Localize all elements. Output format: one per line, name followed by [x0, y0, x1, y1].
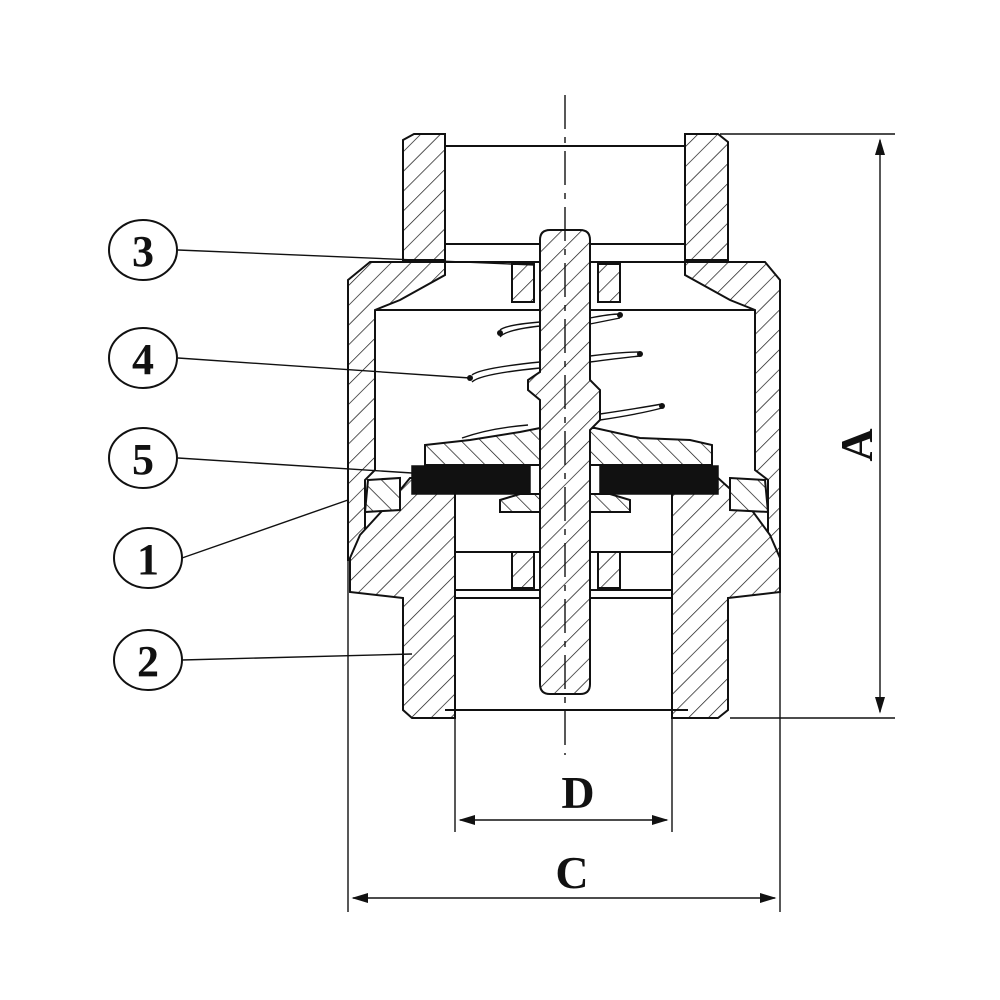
callout-3-label: 3 [132, 227, 154, 276]
callout-1: 1 [113, 527, 183, 589]
callout-3: 3 [108, 219, 178, 281]
callout-5-label: 5 [132, 435, 154, 484]
callout-4: 4 [108, 327, 178, 389]
seal-disc-right [599, 465, 719, 495]
seal-disc [411, 465, 719, 495]
callout-1-label: 1 [137, 535, 159, 584]
dimension-a: A [720, 133, 895, 719]
stem [527, 229, 601, 695]
seat-ring [363, 476, 770, 514]
callout-5: 5 [108, 427, 178, 489]
seal-disc-left [411, 465, 531, 495]
callout-2: 2 [113, 629, 183, 691]
dimension-d: D [454, 712, 673, 832]
dimension-c-label: C [555, 847, 588, 898]
dimension-c: C [347, 560, 781, 912]
callout-2-label: 2 [137, 637, 159, 686]
spring-guides [511, 263, 621, 589]
callout-4-label: 4 [132, 335, 154, 384]
dimension-d-label: D [561, 767, 594, 818]
dimension-a-label: A [831, 428, 882, 461]
spring [461, 312, 665, 439]
leader-lines [177, 249, 536, 661]
